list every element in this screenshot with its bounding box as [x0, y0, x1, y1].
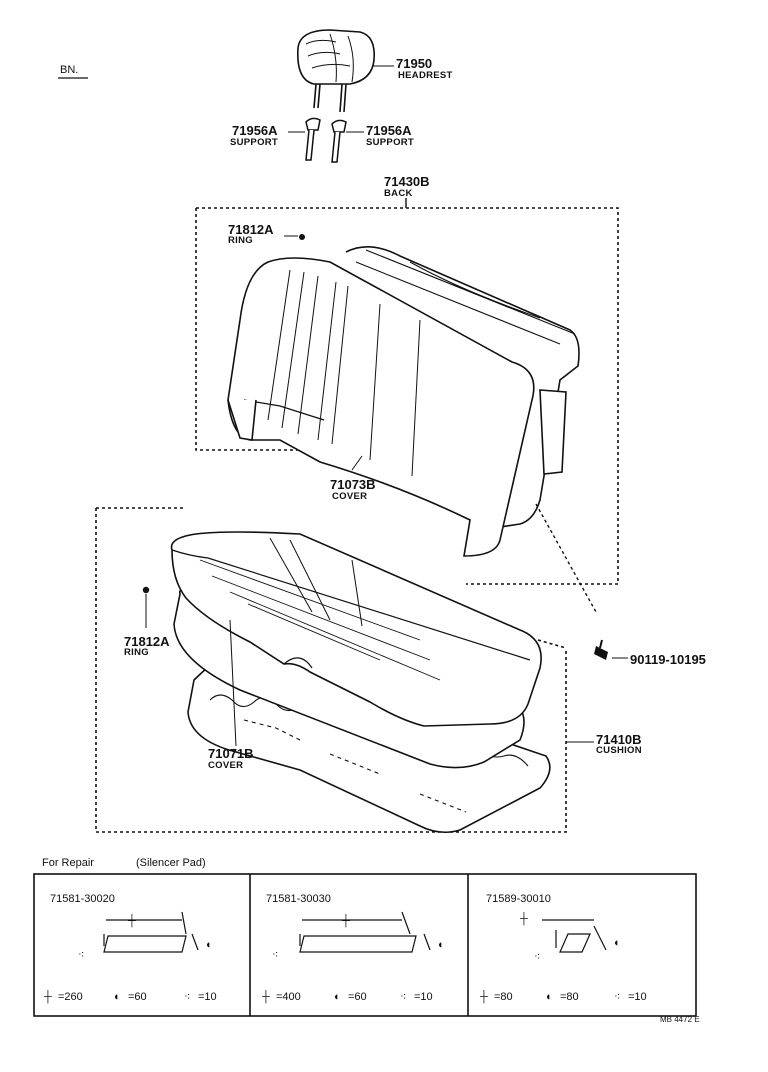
pad-2-qty-icon: ⁖	[272, 949, 278, 961]
repair-subtitle: (Silencer Pad)	[136, 857, 206, 869]
pad-1-length-symbol: ┼	[43, 989, 52, 1004]
support-left-part-number: 71956A	[232, 123, 278, 138]
cushion-cover-part-number: 71071B	[208, 746, 254, 761]
pad-3-drawing	[542, 919, 607, 953]
pad-1-qty-icon: ⁖	[78, 949, 84, 961]
pad-3-thickness-icon: ◐	[614, 937, 621, 949]
pad-1-thickness-symbol: ◐	[114, 991, 121, 1003]
support-right-part-name: SUPPORT	[366, 137, 414, 148]
pad-2-length: =400	[276, 991, 301, 1003]
back-group-bracket	[195, 207, 619, 585]
pad-2-length-symbol: ┼	[261, 989, 270, 1004]
pad-1-qty-symbol: ⁖	[184, 991, 190, 1003]
back-part-number: 71430B	[384, 174, 430, 189]
seat-back-drawing	[227, 246, 580, 557]
cushion-cover-part-name: COVER	[208, 760, 243, 771]
pad-3-qty-symbol: ⁖	[614, 991, 620, 1003]
pad-1-length-icon: ┼	[127, 913, 136, 928]
repair-table	[33, 873, 697, 1017]
back-cover-part-number: 71073B	[330, 477, 376, 492]
pad-3-length: =80	[494, 991, 513, 1003]
pad-1-length: =260	[58, 991, 83, 1003]
pad-2-qty: =10	[414, 991, 433, 1003]
pad-3-qty-icon: ⁖	[534, 951, 540, 963]
pad-1-qty: =10	[198, 991, 217, 1003]
repair-pad-2: 71581-30030 ┼ ⁖ ◐ ┼ =400 ◐ =60 ⁖ =10	[261, 893, 445, 1004]
pad-3-thickness: =80	[560, 991, 579, 1003]
headrest-part-number: 71950	[396, 56, 432, 71]
bolt-leader	[535, 503, 597, 613]
ring-lower-part-number: 71812A	[124, 634, 170, 649]
pad-2-thickness: =60	[348, 991, 367, 1003]
back-cover-part-name: COVER	[332, 491, 367, 502]
cushion-part-name: CUSHION	[596, 745, 642, 756]
ring-lower-marker	[142, 586, 150, 594]
ring-upper-part-number: 71812A	[228, 222, 274, 237]
seat-cushion-drawing	[170, 531, 551, 834]
pad-1-part-number: 71581-30020	[50, 893, 115, 905]
headrest-drawing	[297, 29, 376, 113]
repair-pad-1: 71581-30020 ┼ ⁖ ◐ ┼ =260 ◐ =60 ⁖ =10	[43, 893, 217, 1004]
bolt-icon	[594, 639, 608, 660]
pad-2-thickness-icon: ◐	[438, 939, 445, 951]
ring-lower-part-name: RING	[124, 647, 149, 658]
pad-3-length-icon: ┼	[519, 911, 528, 926]
ring-upper-part-name: RING	[228, 235, 253, 246]
back-part-name: BACK	[384, 188, 413, 199]
cushion-group-bracket	[95, 507, 567, 833]
headrest-part-name: HEADREST	[398, 70, 453, 81]
bolt-part-number: 90119-10195	[630, 652, 706, 667]
repair-pad-3: 71589-30010 ┼ ⁖ ◐ ┼ =80 ◐ =80 ⁖ =10	[479, 893, 647, 1004]
pad-2-drawing	[299, 911, 431, 953]
pad-3-qty: =10	[628, 991, 647, 1003]
repair-title: For Repair	[42, 857, 94, 869]
pad-2-thickness-symbol: ◐	[334, 991, 341, 1003]
pad-2-qty-symbol: ⁖	[400, 991, 406, 1003]
variant-code: BN.	[60, 64, 78, 76]
support-right-part-number: 71956A	[366, 123, 412, 138]
pad-1-drawing	[103, 911, 199, 953]
pad-1-thickness-icon: ◐	[206, 939, 213, 951]
pad-1-thickness: =60	[128, 991, 147, 1003]
ring-upper-marker	[299, 234, 305, 240]
pad-2-part-number: 71581-30030	[266, 893, 331, 905]
pad-3-part-number: 71589-30010	[486, 893, 551, 905]
support-left-part-name: SUPPORT	[230, 137, 278, 148]
drawing-code: MB 4472 E	[660, 1015, 700, 1024]
pad-2-length-icon: ┼	[341, 913, 350, 928]
support-drawing	[305, 117, 347, 163]
pad-3-thickness-symbol: ◐	[546, 991, 553, 1003]
pad-3-length-symbol: ┼	[479, 989, 488, 1004]
cushion-part-number: 71410B	[596, 732, 642, 747]
